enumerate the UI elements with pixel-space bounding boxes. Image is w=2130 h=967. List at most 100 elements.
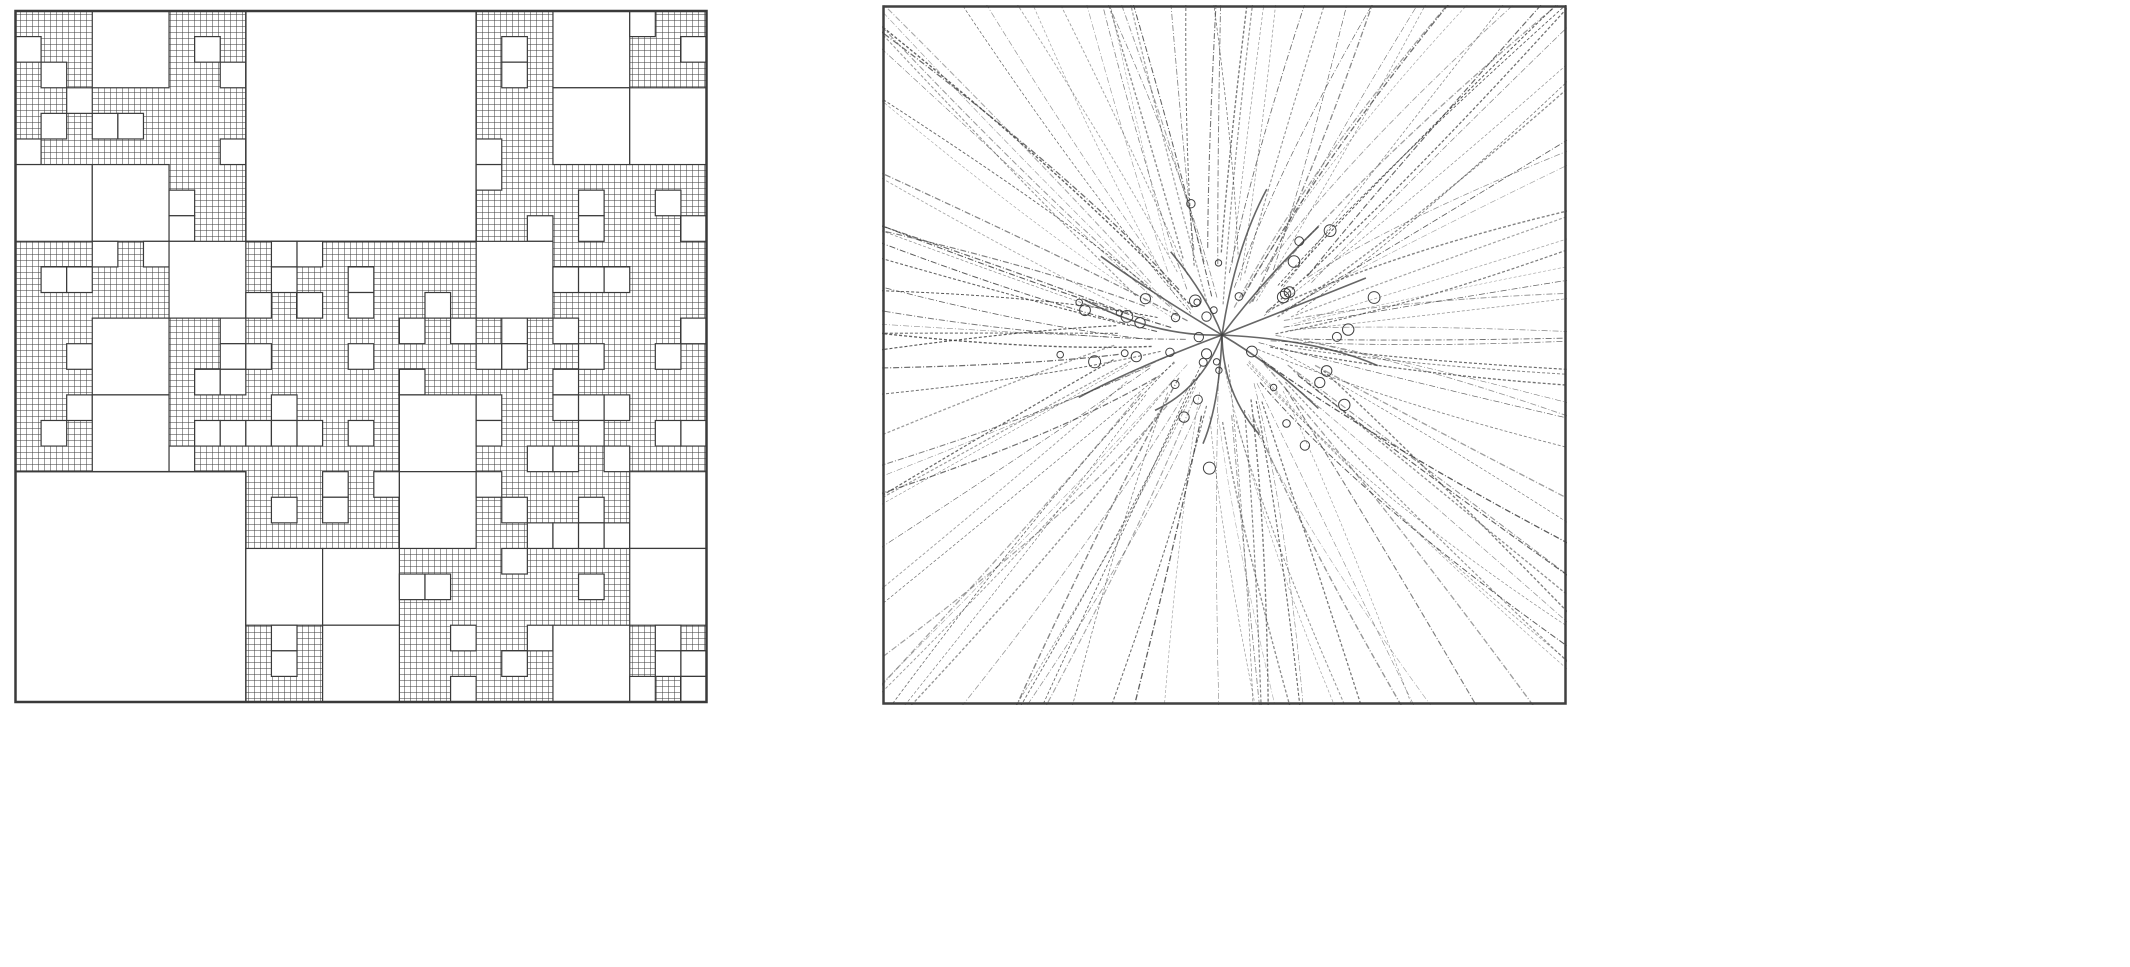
carpet-hole: [502, 62, 528, 88]
carpet-hole: [195, 37, 221, 63]
carpet-hole: [16, 139, 42, 165]
carpet-hole: [630, 88, 707, 165]
carpet-hole: [169, 216, 195, 242]
carpet-hole: [271, 420, 297, 446]
carpet-hole: [553, 369, 579, 395]
fractal-carpet-svg: [8, 8, 714, 705]
carpet-hole: [476, 472, 502, 498]
carpet-hole: [681, 216, 707, 242]
carpet-hole: [553, 267, 579, 293]
carpet-hole: [399, 574, 425, 600]
carpet-hole: [271, 241, 297, 267]
carpet-hole: [476, 165, 502, 191]
carpet-hole: [220, 344, 246, 370]
field-lines-svg: [882, 5, 1567, 705]
carpet-hole: [579, 190, 605, 216]
carpet-hole: [476, 344, 502, 370]
carpet-hole: [271, 267, 297, 293]
carpet-hole: [271, 651, 297, 677]
carpet-hole: [553, 446, 579, 472]
carpet-hole: [348, 420, 374, 446]
carpet-hole: [655, 420, 681, 446]
carpet-hole: [67, 395, 93, 421]
carpet-hole: [502, 651, 528, 677]
carpet-hole: [92, 241, 118, 267]
carpet-hole: [220, 369, 246, 395]
carpet-hole: [348, 267, 374, 293]
carpet-hole: [579, 574, 605, 600]
carpet-hole: [579, 497, 605, 523]
carpet-hole: [246, 344, 272, 370]
carpet-hole: [297, 293, 323, 319]
carpet-hole: [323, 497, 349, 523]
carpet-hole: [67, 88, 93, 114]
carpet-hole: [476, 241, 553, 318]
carpet-hole: [655, 344, 681, 370]
carpet-hole: [527, 625, 553, 651]
carpet-hole: [579, 216, 605, 242]
carpet-hole: [67, 344, 93, 370]
carpet-hole: [271, 395, 297, 421]
carpet-hole: [195, 369, 221, 395]
carpet-hole: [92, 165, 169, 242]
carpet-hole: [451, 625, 477, 651]
fractal-carpet-figure: [8, 8, 714, 705]
carpet-hole: [246, 293, 272, 319]
carpet-hole: [271, 625, 297, 651]
carpet-hole: [476, 139, 502, 165]
carpet-hole: [41, 113, 67, 139]
carpet-hole: [553, 523, 579, 549]
carpet-hole: [553, 88, 630, 165]
carpet-hole: [425, 293, 451, 319]
carpet-hole: [655, 190, 681, 216]
carpet-hole: [451, 318, 477, 344]
carpet-hole: [579, 344, 605, 370]
carpet-hole: [502, 37, 528, 63]
carpet-hole: [246, 420, 272, 446]
carpet-hole: [92, 113, 118, 139]
carpet-hole: [246, 548, 323, 625]
carpet-hole: [630, 676, 656, 702]
carpet-hole: [553, 395, 579, 421]
carpet-hole: [169, 446, 195, 472]
carpet-hole: [399, 395, 476, 472]
carpet-hole: [502, 548, 528, 574]
carpet-hole: [169, 190, 195, 216]
carpet-hole: [579, 420, 605, 446]
carpet-hole: [476, 395, 502, 421]
carpet-hole: [348, 293, 374, 319]
carpet-hole: [118, 113, 144, 139]
carpet-hole: [476, 420, 502, 446]
carpet-hole: [92, 318, 169, 395]
carpet-hole: [502, 318, 528, 344]
carpet-hole: [553, 625, 630, 702]
carpet-hole: [271, 497, 297, 523]
carpet-hole: [655, 651, 681, 677]
carpet-hole: [681, 420, 707, 446]
carpet-hole: [579, 267, 605, 293]
carpet-hole: [323, 548, 400, 625]
carpet-hole: [604, 395, 630, 421]
carpet-hole: [681, 651, 707, 677]
carpet-hole: [527, 523, 553, 549]
carpet-hole: [630, 472, 707, 549]
carpet-hole: [630, 548, 707, 625]
carpet-hole: [220, 420, 246, 446]
carpet-hole: [220, 139, 246, 165]
carpet-hole: [527, 446, 553, 472]
carpet-hole: [655, 625, 681, 651]
field-border: [884, 7, 1566, 704]
carpet-hole: [399, 472, 476, 549]
carpet-hole: [451, 676, 477, 702]
field-lines-figure: [882, 5, 1567, 705]
carpet-hole: [553, 318, 579, 344]
carpet-hole: [220, 318, 246, 344]
carpet-hole: [297, 241, 323, 267]
carpet-hole: [579, 395, 605, 421]
carpet-hole: [681, 37, 707, 63]
carpet-hole: [16, 37, 42, 63]
carpet-hole: [220, 62, 246, 88]
carpet-hole: [681, 318, 707, 344]
carpet-hole: [502, 497, 528, 523]
carpet-hole: [67, 267, 93, 293]
